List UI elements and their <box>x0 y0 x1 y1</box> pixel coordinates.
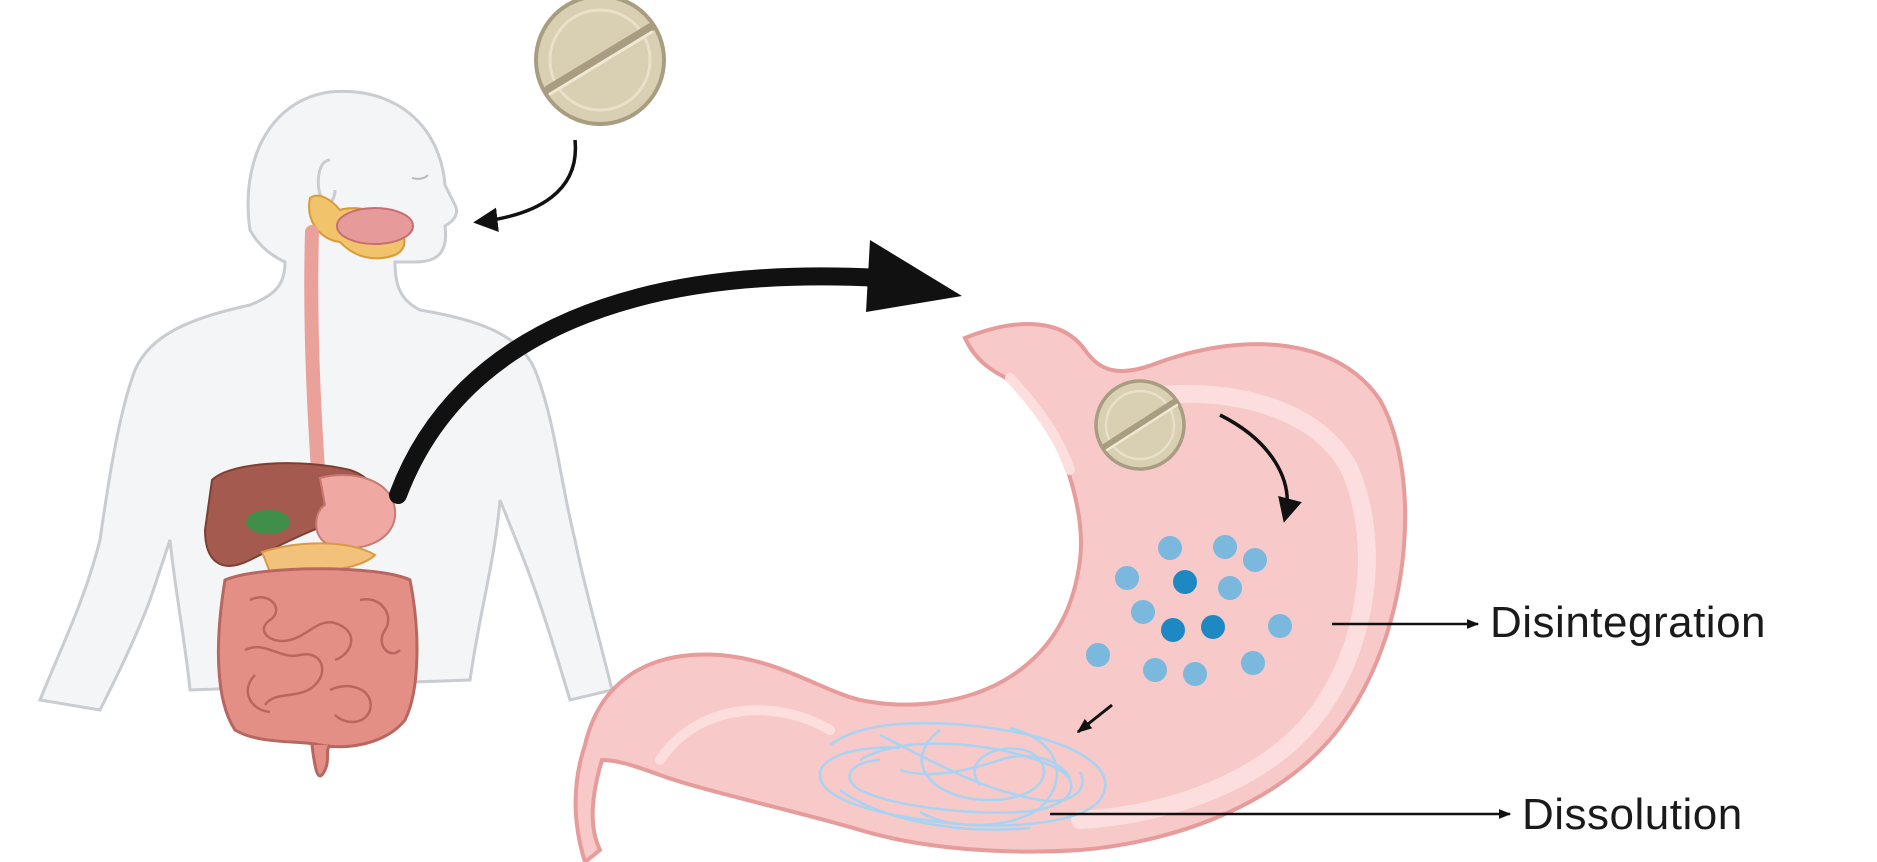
esophagus <box>311 232 318 470</box>
tablet-icon <box>536 0 664 124</box>
human-digestive-system-icon <box>40 91 612 776</box>
disintegration-label: Disintegration <box>1490 598 1766 648</box>
dissolution-label: Dissolution <box>1522 790 1743 840</box>
ingestion-arrow <box>478 140 575 222</box>
stomach-icon <box>576 324 1406 862</box>
tablet-in-stomach-icon <box>1096 381 1184 469</box>
big-arrow-head <box>866 240 962 312</box>
